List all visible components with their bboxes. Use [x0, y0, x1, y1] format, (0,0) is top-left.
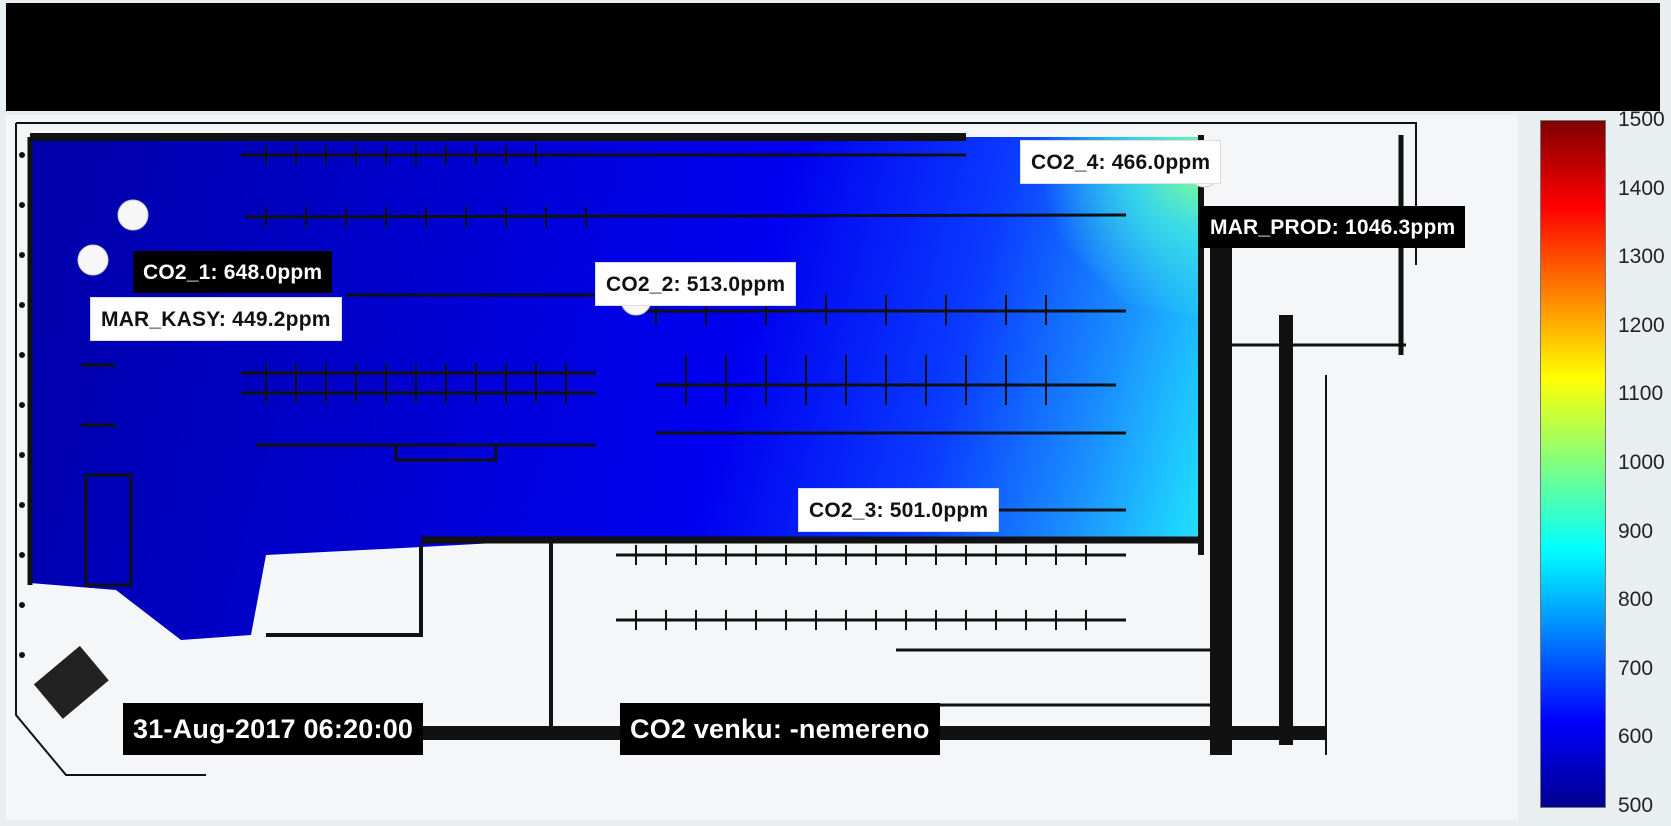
label-co2_3: CO2_3: 501.0ppm	[798, 488, 1000, 532]
colorbar-tick-label: 900	[1618, 519, 1654, 543]
colorbar-tick-label: 1300	[1618, 245, 1665, 269]
label-mar_prod: MAR_PROD: 1046.3ppm	[1200, 206, 1466, 248]
colorbar-tick-label: 500	[1618, 794, 1654, 817]
title-band	[6, 3, 1660, 111]
colorbar-tick-label: 1500	[1618, 108, 1665, 131]
colorbar	[1540, 120, 1606, 808]
shelf-ticks	[265, 145, 1231, 630]
colorbar-tick-label: 1200	[1618, 313, 1665, 337]
sensor-marker-mar_kasy	[77, 244, 109, 276]
colorbar-tick-label: 1400	[1618, 176, 1665, 200]
colorbar-tick-label: 1100	[1618, 382, 1664, 406]
colorbar-tick-label: 800	[1618, 588, 1654, 612]
colorbar-tick-label: 700	[1618, 656, 1654, 680]
label-co2_1: CO2_1: 648.0ppm	[133, 251, 333, 293]
label-mar_kasy: MAR_KASY: 449.2ppm	[90, 297, 342, 341]
entrance-pad	[33, 645, 109, 719]
outside-co2-label: CO2 venku: -nemereno	[620, 703, 940, 755]
label-co2_2: CO2_2: 513.0ppm	[595, 262, 797, 306]
left-wall-dots	[19, 152, 25, 658]
timestamp-label: 31-Aug-2017 06:20:00	[123, 703, 424, 755]
colorbar-tick-label: 600	[1618, 725, 1654, 749]
label-co2_4: CO2_4: 466.0ppm	[1020, 140, 1222, 184]
colorbar-tick-label: 1000	[1618, 451, 1665, 474]
sensor-marker-co2_1	[117, 199, 149, 231]
